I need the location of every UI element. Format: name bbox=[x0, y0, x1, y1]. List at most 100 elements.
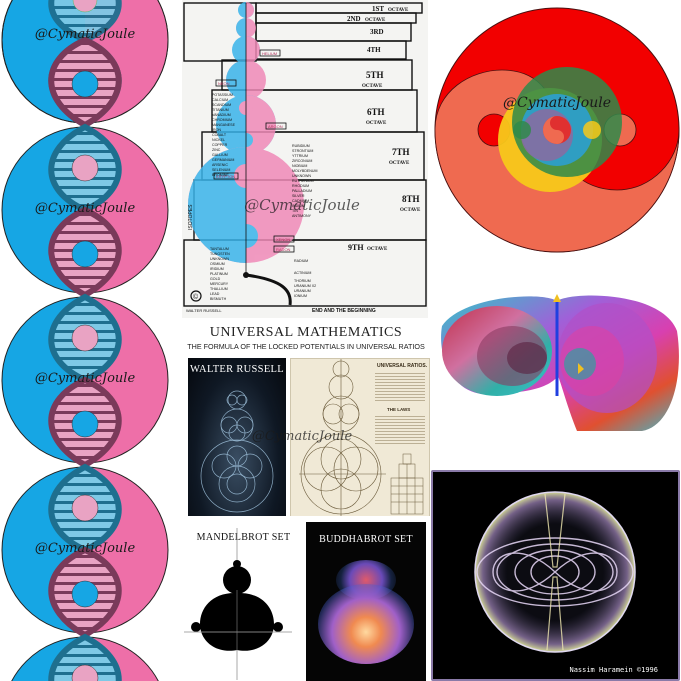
mandelbrot-set-panel: MANDELBROT SET bbox=[182, 520, 305, 681]
author-label: WALTER RUSSELL bbox=[186, 308, 222, 313]
mandelbrot-title: MANDELBROT SET bbox=[196, 532, 291, 543]
octave-sub: OCTAVE bbox=[389, 161, 410, 166]
element-label: TANTALUM bbox=[210, 247, 229, 251]
axis-arrow-icon bbox=[553, 294, 561, 302]
watermark-text: @CymaticJoule bbox=[244, 196, 360, 214]
yinyang-circle: @CymaticJoule bbox=[1, 293, 169, 469]
watermark-text: @CymaticJoule bbox=[35, 371, 136, 386]
element-label: PLATINUM bbox=[210, 272, 228, 276]
octave-sub: OCTAVE bbox=[367, 247, 388, 252]
octave-chart-graphic: 1ST OCTAVE 2ND OCTAVE 3RD 4TH 5TH OCTAVE… bbox=[183, 2, 427, 314]
element-label: BISMUTH bbox=[210, 297, 227, 301]
element-label: RHODIUM bbox=[292, 184, 309, 188]
watermark-text: @CymaticJoule bbox=[35, 541, 136, 556]
element-label: ANTIMONY bbox=[292, 214, 312, 218]
universal-mathematics-subtitle: THE FORMULA OF THE LOCKED POTENTIALS IN … bbox=[187, 342, 425, 351]
buddhabrot-body-glow bbox=[318, 584, 414, 664]
element-label: MOLYBDENUM bbox=[292, 169, 318, 173]
element-label: GALLIUM bbox=[212, 153, 228, 157]
boxed-element: ARGON bbox=[268, 124, 283, 129]
element-label: SELENIUM bbox=[212, 168, 230, 172]
element-label: PALLADIUM bbox=[292, 189, 312, 193]
element-label: MANGANESE bbox=[212, 123, 236, 127]
boxed-element: NEON bbox=[218, 81, 230, 86]
copyright-icon: © bbox=[193, 293, 199, 301]
element-label: RUTHENIUM bbox=[292, 179, 314, 183]
buddhabrot-set-panel: BUDDHABROT SET bbox=[306, 522, 426, 681]
element-label: LEAD bbox=[210, 292, 220, 296]
octave-label: 3RD bbox=[370, 28, 384, 36]
octave-sub: OCTAVE bbox=[388, 8, 409, 13]
element-label: COBALT bbox=[212, 133, 227, 137]
nested-circles-art bbox=[200, 390, 274, 513]
watermark-text: @CymaticJoule bbox=[35, 27, 136, 42]
mandelbrot-graphic bbox=[184, 528, 292, 680]
element-label: IRON bbox=[212, 128, 221, 132]
walter-russell-book-cover: WALTER RUSSELL bbox=[188, 358, 286, 516]
element-label: IRIDIUM bbox=[210, 267, 224, 271]
torus-3d-panel bbox=[432, 286, 681, 434]
element-label: COPPER bbox=[212, 143, 228, 147]
cover-author-title: WALTER RUSSELL bbox=[190, 364, 284, 375]
element-label: MERCURY bbox=[210, 282, 229, 286]
element-label: TITANIUM bbox=[212, 108, 229, 112]
chakra-rings-panel: @CymaticJoule bbox=[432, 0, 681, 280]
element-label: ARSENIC bbox=[212, 163, 228, 167]
octave-sub: OCTAVE bbox=[400, 208, 421, 213]
watermark-text: @CymaticJoule bbox=[35, 201, 136, 216]
element-label: URANIUM X2 bbox=[294, 284, 316, 288]
element-label: ACTINIUM bbox=[294, 271, 311, 275]
element-label: THORIUM bbox=[294, 279, 311, 283]
octave-sub: OCTAVE bbox=[366, 121, 387, 126]
octave-sub: OCTAVE bbox=[365, 18, 386, 23]
yinyang-circle: @CymaticJoule bbox=[1, 0, 169, 129]
octave-periodic-chart: 1ST OCTAVE 2ND OCTAVE 3RD 4TH 5TH OCTAVE… bbox=[182, 0, 428, 318]
octave-sub: OCTAVE bbox=[362, 84, 383, 89]
element-label: NIOBIUM bbox=[292, 164, 307, 168]
boxed-element: HELIUM bbox=[262, 51, 277, 56]
octave-label: 8TH bbox=[402, 194, 420, 204]
ratios-text-block bbox=[375, 371, 425, 401]
element-label: CALCIUM bbox=[212, 98, 228, 102]
element-label: OSMIUM bbox=[210, 262, 225, 266]
universal-ratios-page: UNIVERSAL RATIOS. THE LAWS bbox=[290, 358, 430, 516]
element-label: VANADIUM bbox=[212, 113, 231, 117]
element-label: STRONTIUM bbox=[292, 149, 313, 153]
octave-label: 4TH bbox=[367, 46, 381, 54]
octave-label: 6TH bbox=[367, 107, 385, 117]
laws-text-block bbox=[375, 414, 425, 446]
octave-label: 9TH bbox=[348, 243, 364, 252]
element-label: YTTRIUM bbox=[292, 154, 308, 158]
element-label: RUBIDIUM bbox=[292, 144, 310, 148]
element-label: UNKNOWN bbox=[292, 174, 311, 178]
yinyang-circle: @CymaticJoule bbox=[1, 123, 169, 299]
element-label: CHROMIUM bbox=[212, 118, 232, 122]
universal-mathematics-title: UNIVERSAL MATHEMATICS bbox=[209, 325, 403, 340]
ratio-diagram bbox=[299, 359, 424, 516]
yinyang-circle: @CymaticJoule bbox=[1, 463, 169, 639]
element-label: THALLIUM bbox=[210, 287, 228, 291]
watermark-text: @CymaticJoule bbox=[503, 95, 611, 111]
footer-label: END AND THE BEGINNING bbox=[312, 308, 376, 314]
element-label: TUNGSTEN bbox=[210, 252, 230, 256]
isotopes-side-label: ISOTOPES bbox=[188, 204, 194, 230]
element-label: GERMANIUM bbox=[212, 158, 234, 162]
element-label: ZIRCONIUM bbox=[292, 159, 312, 163]
element-label: SCANDIUM bbox=[212, 103, 231, 107]
boxed-element: XENON bbox=[276, 237, 290, 242]
element-label: ZINC bbox=[212, 148, 221, 152]
element-label: POTASSIUM bbox=[212, 93, 233, 97]
element-label: CADMIUM bbox=[292, 199, 309, 203]
yinyang-circle bbox=[11, 633, 159, 681]
element-label: INDIUM bbox=[292, 204, 305, 208]
concentric-rings-graphic: @CymaticJoule bbox=[434, 7, 680, 253]
octave-label: 5TH bbox=[366, 70, 384, 80]
torus-3d-graphic bbox=[441, 294, 679, 431]
dna-yinyang-column: @CymaticJoule @CymaticJoule @CymaticJoul… bbox=[0, 0, 175, 681]
element-label: TIN bbox=[292, 209, 298, 213]
element-label: BROMINE bbox=[212, 173, 229, 177]
octave-label: 7TH bbox=[392, 147, 410, 157]
laws-heading: THE LAWS bbox=[387, 407, 411, 412]
buddhabrot-title: BUDDHABROT SET bbox=[319, 534, 413, 545]
element-label: URANIUM bbox=[294, 289, 311, 293]
